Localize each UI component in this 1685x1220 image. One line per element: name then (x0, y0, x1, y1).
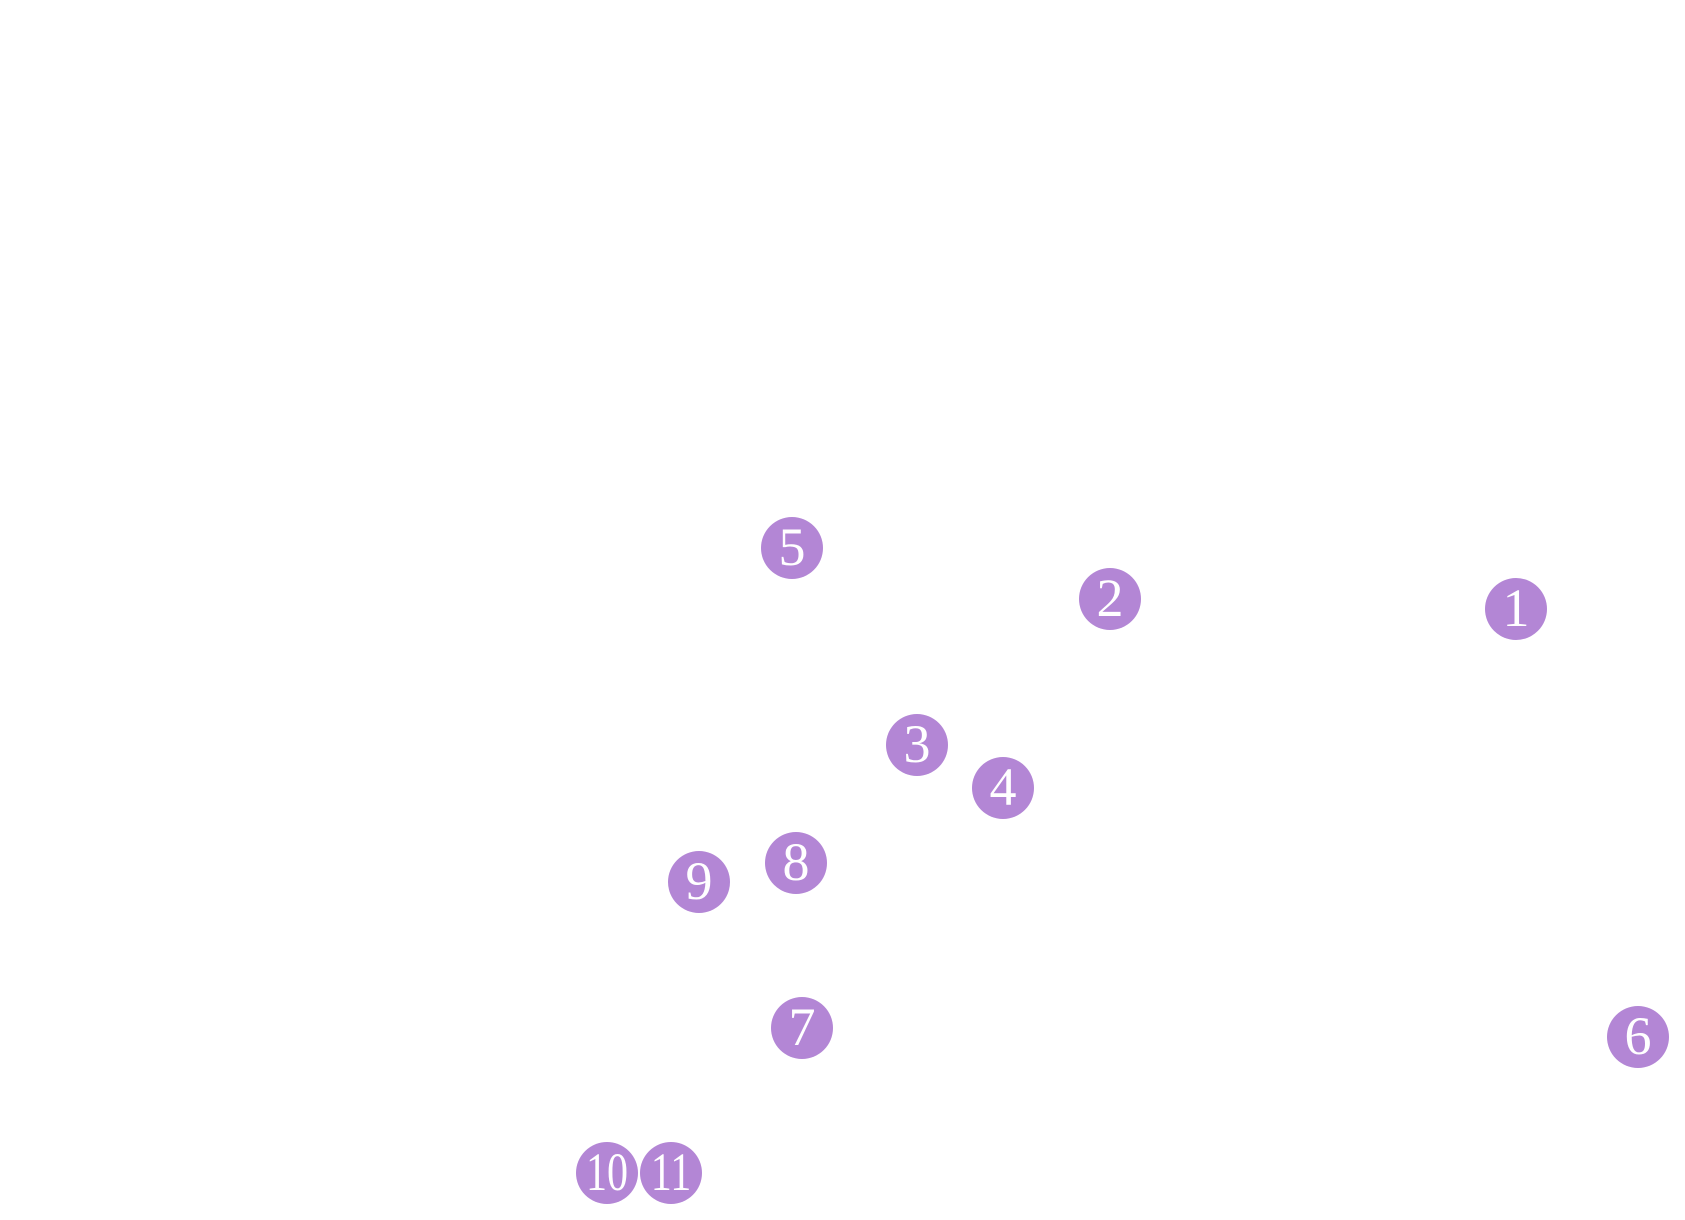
som-mark-10[interactable]: 10 (576, 1142, 638, 1204)
som-mark-label: 8 (782, 832, 810, 892)
som-mark-1[interactable]: 1 (1485, 578, 1547, 640)
som-mark-label: 11 (650, 1142, 692, 1202)
som-mark-9[interactable]: 9 (668, 851, 730, 913)
som-mark-3[interactable]: 3 (886, 714, 948, 776)
som-mark-label: 6 (1624, 1006, 1652, 1066)
som-mark-label: 2 (1096, 568, 1124, 628)
som-mark-11[interactable]: 11 (640, 1142, 702, 1204)
som-mark-label: 9 (685, 851, 713, 911)
som-mark-label: 5 (778, 517, 806, 577)
som-mark-label: 3 (903, 714, 931, 774)
som-mark-label: 1 (1502, 578, 1530, 638)
som-mark-6[interactable]: 6 (1607, 1006, 1669, 1068)
som-mark-8[interactable]: 8 (765, 832, 827, 894)
som-mark-2[interactable]: 2 (1079, 568, 1141, 630)
som-mark-4[interactable]: 4 (972, 757, 1034, 819)
som-mark-label: 4 (989, 757, 1017, 817)
som-mark-7[interactable]: 7 (771, 997, 833, 1059)
som-mark-5[interactable]: 5 (761, 517, 823, 579)
som-mark-label: 7 (788, 997, 816, 1057)
som-mark-label: 10 (585, 1142, 629, 1202)
